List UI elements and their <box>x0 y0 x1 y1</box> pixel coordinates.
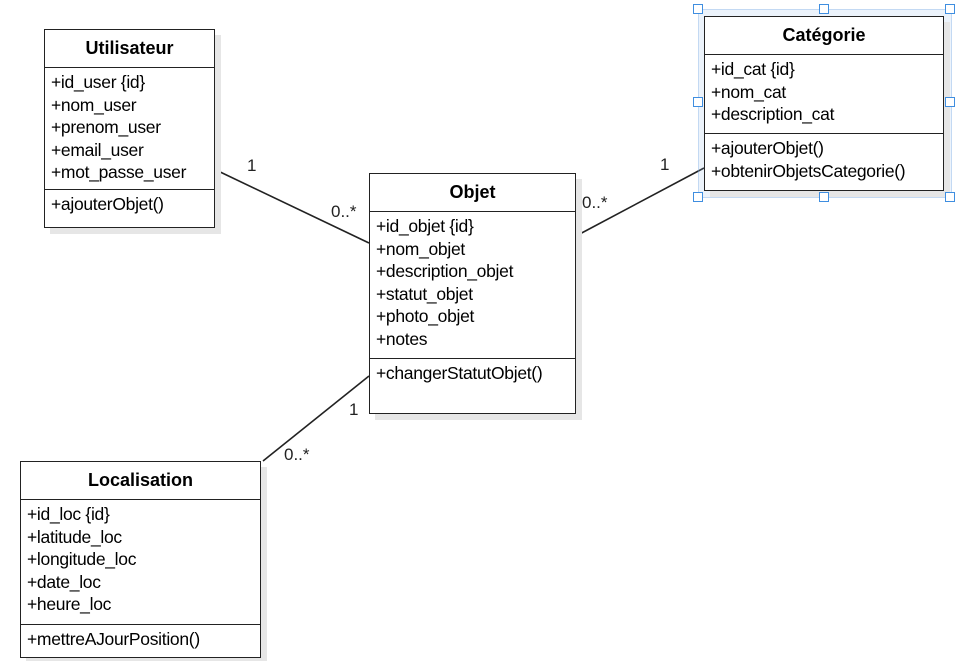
methods-section: +ajouterObjet() <box>45 190 214 216</box>
attributes-section: +id_objet {id} +nom_objet +description_o… <box>370 212 575 359</box>
attribute: +statut_objet <box>376 283 473 304</box>
resize-handle-top-left[interactable] <box>693 4 703 14</box>
class-objet[interactable]: Objet +id_objet {id} +nom_objet +descrip… <box>369 173 576 414</box>
multiplicity-utilisateur-side: 1 <box>247 156 257 175</box>
method: +ajouterObjet() <box>51 194 164 214</box>
method: +obtenirObjetsCategorie() <box>711 160 906 181</box>
multiplicity-objet-side: 0..* <box>331 202 357 221</box>
attribute: +id_loc {id} <box>27 504 110 524</box>
attribute: +prenom_user <box>51 117 161 138</box>
attribute: +id_objet {id} <box>376 216 474 236</box>
method: +changerStatutObjet() <box>376 363 543 383</box>
attribute: +description_cat <box>711 104 835 125</box>
multiplicity-objet-side: 1 <box>349 400 359 419</box>
resize-handle-top-right[interactable] <box>945 4 955 14</box>
class-title: Utilisateur <box>45 30 214 68</box>
class-title: Objet <box>370 174 575 212</box>
attribute: +latitude_loc <box>27 526 122 547</box>
attribute: +photo_objet <box>376 306 475 327</box>
attributes-section: +id_loc {id} +latitude_loc +longitude_lo… <box>21 500 260 625</box>
class-title: Catégorie <box>705 17 943 55</box>
attribute: +nom_cat <box>711 81 786 102</box>
attribute: +longitude_loc <box>27 549 137 570</box>
attribute: +nom_user <box>51 94 137 115</box>
multiplicity-categorie-side: 1 <box>660 155 670 174</box>
association-objet-categorie[interactable] <box>575 167 705 237</box>
methods-section: +mettreAJourPosition() <box>21 625 260 651</box>
attributes-section: +id_cat {id} +nom_cat +description_cat <box>705 55 943 134</box>
method: +ajouterObjet() <box>711 138 824 158</box>
methods-section: +ajouterObjet() +obtenirObjetsCategorie(… <box>705 134 943 182</box>
resize-handle-left[interactable] <box>693 97 703 107</box>
class-utilisateur[interactable]: Utilisateur +id_user {id} +nom_user +pre… <box>44 29 215 228</box>
association-utilisateur-objet[interactable] <box>215 169 370 244</box>
attributes-section: +id_user {id} +nom_user +prenom_user +em… <box>45 68 214 190</box>
attribute: +heure_loc <box>27 594 112 615</box>
method: +mettreAJourPosition() <box>27 629 200 649</box>
association-objet-localisation[interactable] <box>262 375 370 462</box>
attribute: +nom_objet <box>376 238 465 259</box>
resize-handle-bottom[interactable] <box>819 192 829 202</box>
attribute: +id_user {id} <box>51 72 145 92</box>
resize-handle-top[interactable] <box>819 4 829 14</box>
resize-handle-right[interactable] <box>945 97 955 107</box>
class-categorie[interactable]: Catégorie +id_cat {id} +nom_cat +descrip… <box>704 16 944 191</box>
resize-handle-bottom-left[interactable] <box>693 192 703 202</box>
attribute: +notes <box>376 328 428 349</box>
attribute: +email_user <box>51 139 144 160</box>
attribute: +description_objet <box>376 261 514 282</box>
attribute: +mot_passe_user <box>51 162 187 183</box>
resize-handle-bottom-right[interactable] <box>945 192 955 202</box>
multiplicity-objet-side: 0..* <box>582 193 608 212</box>
class-localisation[interactable]: Localisation +id_loc {id} +latitude_loc … <box>20 461 261 658</box>
multiplicity-localisation-side: 0..* <box>284 445 310 464</box>
attribute: +date_loc <box>27 571 101 592</box>
attribute: +id_cat {id} <box>711 59 795 79</box>
methods-section: +changerStatutObjet() <box>370 359 575 385</box>
class-title: Localisation <box>21 462 260 500</box>
